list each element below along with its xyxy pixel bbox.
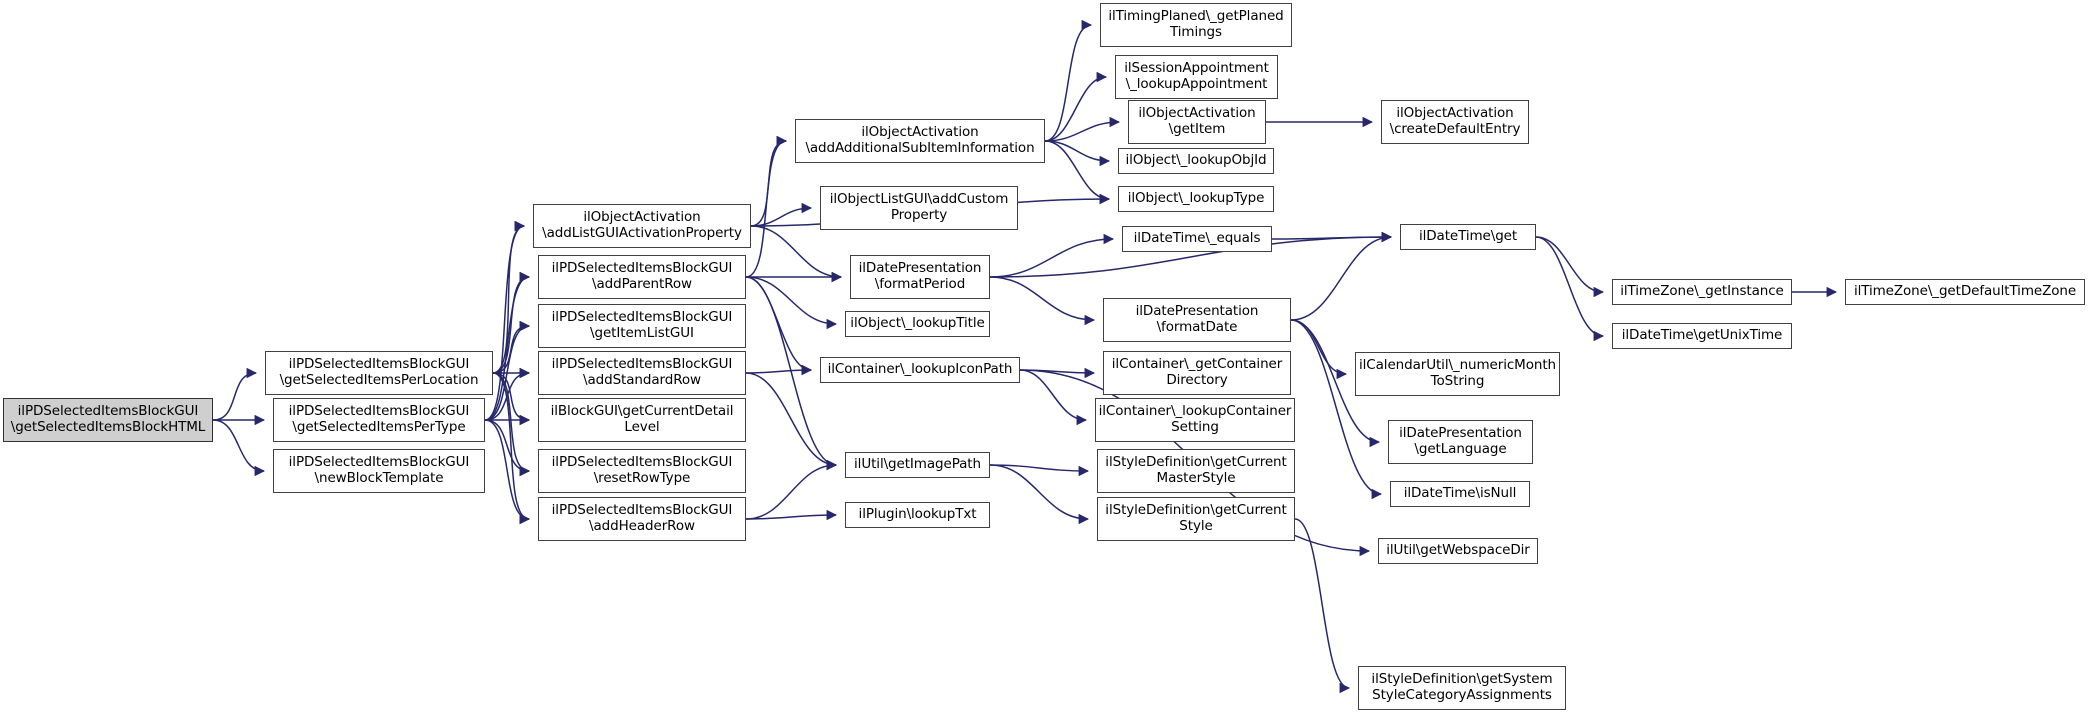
graph-edge xyxy=(1044,19,1093,142)
graph-edge xyxy=(1271,231,1393,243)
graph-node[interactable]: ilPlugin\lookupTxt xyxy=(845,502,990,528)
graph-edge xyxy=(745,364,813,376)
graph-node[interactable]: ilBlockGUI\getCurrentDetail Level xyxy=(538,398,746,442)
graph-node[interactable]: ilPDSelectedItemsBlockGUI \getSelectedIt… xyxy=(3,398,213,442)
graph-edge xyxy=(745,509,838,521)
graph-node[interactable]: ilDatePresentation \formatPeriod xyxy=(850,255,990,299)
graph-node[interactable]: ilDateTime\isNull xyxy=(1390,481,1530,507)
graph-node[interactable]: ilDatePresentation \getLanguage xyxy=(1388,420,1533,464)
graph-edge xyxy=(989,233,1115,278)
graph-node[interactable]: ilContainer\_lookupContainer Setting xyxy=(1095,398,1295,442)
graph-node[interactable]: ilUtil\getImagePath xyxy=(845,452,990,478)
graph-node[interactable]: ilPDSelectedItemsBlockGUI \resetRowType xyxy=(538,449,746,493)
graph-edge xyxy=(989,464,1090,525)
graph-edge xyxy=(212,419,266,477)
graph-edge xyxy=(492,320,531,374)
graph-edge xyxy=(750,202,813,227)
graph-node[interactable]: ilPDSelectedItemsBlockGUI \addHeaderRow xyxy=(538,497,746,541)
graph-edge xyxy=(1290,319,1348,380)
graph-node[interactable]: ilCalendarUtil\_numericMonth ToString xyxy=(1355,352,1560,396)
graph-node[interactable]: ilDateTime\getUnixTime xyxy=(1612,323,1792,349)
graph-node[interactable]: ilContainer\_lookupIconPath xyxy=(820,357,1020,383)
graph-edge xyxy=(1294,518,1351,694)
graph-node[interactable]: ilPDSelectedItemsBlockGUI \newBlockTempl… xyxy=(273,449,485,493)
graph-edge xyxy=(1535,236,1605,298)
graph-node[interactable]: ilObjectActivation \createDefaultEntry xyxy=(1381,100,1529,144)
graph-edge xyxy=(1535,236,1605,342)
graph-edge xyxy=(989,276,1096,326)
graph-edge xyxy=(1290,231,1393,321)
graph-edge xyxy=(989,464,1090,477)
graph-edge xyxy=(1044,71,1108,142)
graph-node[interactable]: ilUtil\getWebspaceDir xyxy=(1378,538,1538,564)
graph-node[interactable]: ilDateTime\_equals xyxy=(1122,226,1272,252)
graph-node[interactable]: ilObjectActivation \getItem xyxy=(1128,100,1266,144)
graph-node[interactable]: ilObjectActivation \addAdditionalSubItem… xyxy=(795,119,1045,163)
graph-edge xyxy=(750,225,843,283)
graph-edge xyxy=(484,419,531,477)
graph-node[interactable]: ilPDSelectedItemsBlockGUI \getSelectedIt… xyxy=(265,351,493,395)
graph-node[interactable]: ilPDSelectedItemsBlockGUI \getSelectedIt… xyxy=(273,398,485,442)
graph-edge xyxy=(745,276,838,330)
graph-node[interactable]: ilObject\_lookupObjId xyxy=(1118,148,1274,174)
graph-node[interactable]: ilObject\_lookupType xyxy=(1118,186,1274,212)
graph-edge xyxy=(492,220,526,374)
graph-node[interactable]: ilPDSelectedItemsBlockGUI \addStandardRo… xyxy=(538,351,746,395)
graph-node[interactable]: ilTimeZone\_getDefaultTimeZone xyxy=(1845,279,2085,305)
graph-node[interactable]: ilTimeZone\_getInstance xyxy=(1612,279,1792,305)
graph-edge xyxy=(484,419,531,525)
graph-edge xyxy=(492,372,531,426)
graph-node[interactable]: ilContainer\_getContainer Directory xyxy=(1103,351,1291,395)
graph-edge xyxy=(492,271,531,374)
graph-node[interactable]: ilStyleDefinition\getCurrent Style xyxy=(1097,497,1295,541)
graph-edge xyxy=(750,135,788,227)
graph-node[interactable]: ilTimingPlaned\_getPlaned Timings xyxy=(1100,3,1292,47)
graph-node[interactable]: ilSessionAppointment \_lookupAppointment xyxy=(1115,55,1278,99)
graph-node[interactable]: ilObjectActivation \addListGUIActivation… xyxy=(533,204,751,248)
graph-edge xyxy=(1290,319,1383,500)
graph-edge xyxy=(492,372,531,477)
graph-edge xyxy=(745,135,788,278)
graph-node[interactable]: ilDateTime\get xyxy=(1400,224,1536,250)
graph-edge xyxy=(1019,367,1096,379)
graph-edge xyxy=(745,372,838,471)
graph-node[interactable]: ilPDSelectedItemsBlockGUI \getItemListGU… xyxy=(538,304,746,348)
graph-node[interactable]: ilObject\_lookupTitle xyxy=(845,311,990,337)
graph-node[interactable]: ilPDSelectedItemsBlockGUI \addParentRow xyxy=(538,255,746,299)
graph-node[interactable]: ilObjectListGUI\addCustom Property xyxy=(820,186,1018,230)
graph-node[interactable]: ilDatePresentation \formatDate xyxy=(1103,298,1291,342)
graph-node[interactable]: ilStyleDefinition\getSystem StyleCategor… xyxy=(1358,666,1566,710)
graph-node[interactable]: ilStyleDefinition\getCurrent MasterStyle xyxy=(1097,449,1295,493)
graph-edge xyxy=(492,372,531,525)
graph-edge xyxy=(1044,140,1111,205)
graph-edge xyxy=(745,459,838,520)
graph-edge xyxy=(1044,140,1111,167)
graph-edge xyxy=(1019,369,1088,426)
graph-edge xyxy=(484,271,531,421)
graph-edge xyxy=(1044,116,1121,142)
graph-edge xyxy=(212,367,258,421)
graph-edge xyxy=(745,276,813,376)
